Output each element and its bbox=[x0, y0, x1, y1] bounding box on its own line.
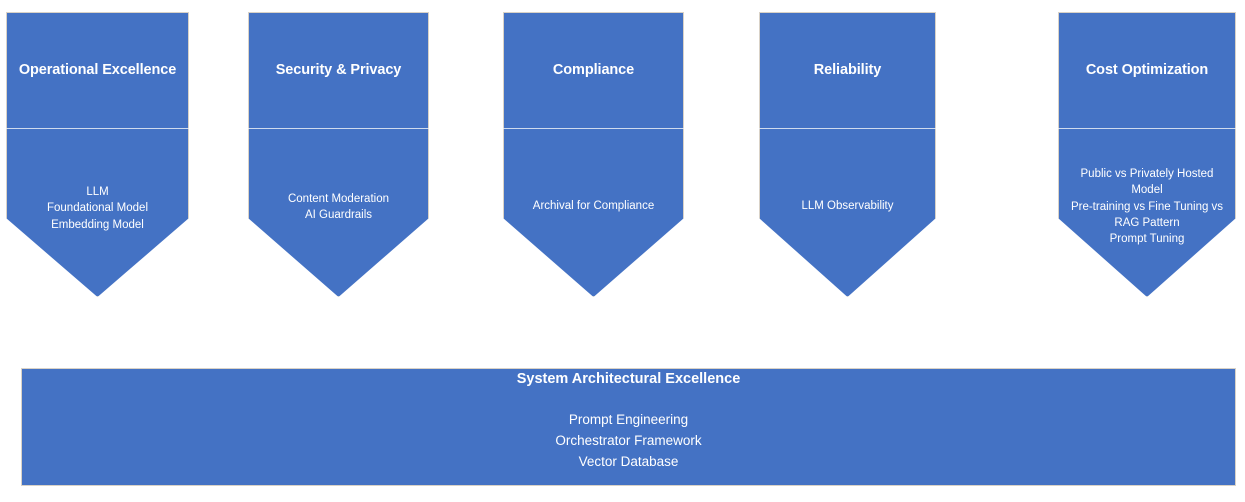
pillar-item: Model bbox=[1131, 184, 1163, 197]
pillar-operational-excellence[interactable]: Operational Excellence LLM Foundational … bbox=[6, 12, 189, 297]
pillar-item-list: Public vs Privately Hosted Model Pre-tra… bbox=[1060, 166, 1234, 248]
pillar-reliability[interactable]: Reliability LLM Observability bbox=[759, 12, 936, 297]
pillar-item-list: LLM Observability bbox=[761, 198, 934, 214]
pillar-item: Embedding Model bbox=[51, 218, 144, 231]
pillar-shape bbox=[248, 12, 429, 297]
pillar-shape bbox=[759, 12, 936, 297]
pillar-divider bbox=[1058, 128, 1236, 129]
pillar-shape bbox=[1058, 12, 1236, 297]
pillar-divider bbox=[503, 128, 684, 129]
foundation-banner[interactable]: System Architectural Excellence Prompt E… bbox=[21, 368, 1236, 486]
pillar-item-list: Archival for Compliance bbox=[505, 198, 682, 214]
foundation-item-list: Prompt Engineering Orchestrator Framewor… bbox=[22, 410, 1235, 473]
pillar-divider bbox=[248, 128, 429, 129]
pillar-security-and-privacy[interactable]: Security & Privacy Content Moderation AI… bbox=[248, 12, 429, 297]
pillar-item-list: Content Moderation AI Guardrails bbox=[250, 191, 427, 224]
foundation-item: Orchestrator Framework bbox=[555, 432, 702, 448]
pillar-item: Public vs Privately Hosted bbox=[1080, 168, 1214, 180]
pillar-item: RAG Pattern bbox=[1114, 216, 1180, 229]
pillar-cost-optimization[interactable]: Cost Optimization Public vs Privately Ho… bbox=[1058, 12, 1236, 297]
pillar-title: Reliability bbox=[813, 62, 882, 78]
pillar-item: Content Moderation bbox=[287, 193, 389, 205]
pillar-item-list: LLM Foundational Model Embedding Model bbox=[8, 184, 187, 233]
pillar-shape bbox=[503, 12, 684, 297]
foundation-title: System Architectural Excellence bbox=[516, 371, 741, 387]
pillar-compliance[interactable]: Compliance Archival for Compliance bbox=[503, 12, 684, 297]
pillar-item: LLM Observability bbox=[801, 200, 894, 212]
foundation-item: Prompt Engineering bbox=[568, 412, 689, 427]
pillar-title: Operational Excellence bbox=[18, 62, 177, 78]
pillar-divider bbox=[759, 128, 936, 129]
pillar-shape bbox=[6, 12, 189, 297]
foundation-item: Vector Database bbox=[578, 453, 679, 469]
pillar-item: Prompt Tuning bbox=[1109, 233, 1185, 246]
pillar-divider bbox=[6, 128, 189, 129]
pillar-item: Pre-training vs Fine Tuning vs bbox=[1070, 200, 1224, 213]
pillar-title: Compliance bbox=[552, 62, 635, 78]
pillar-item: Archival for Compliance bbox=[532, 200, 655, 212]
pillar-title: Cost Optimization bbox=[1085, 62, 1209, 78]
pillar-item: LLM bbox=[86, 186, 109, 198]
pillar-title: Security & Privacy bbox=[275, 62, 402, 78]
pillar-item: AI Guardrails bbox=[304, 209, 373, 222]
pillar-item: Foundational Model bbox=[46, 202, 148, 215]
